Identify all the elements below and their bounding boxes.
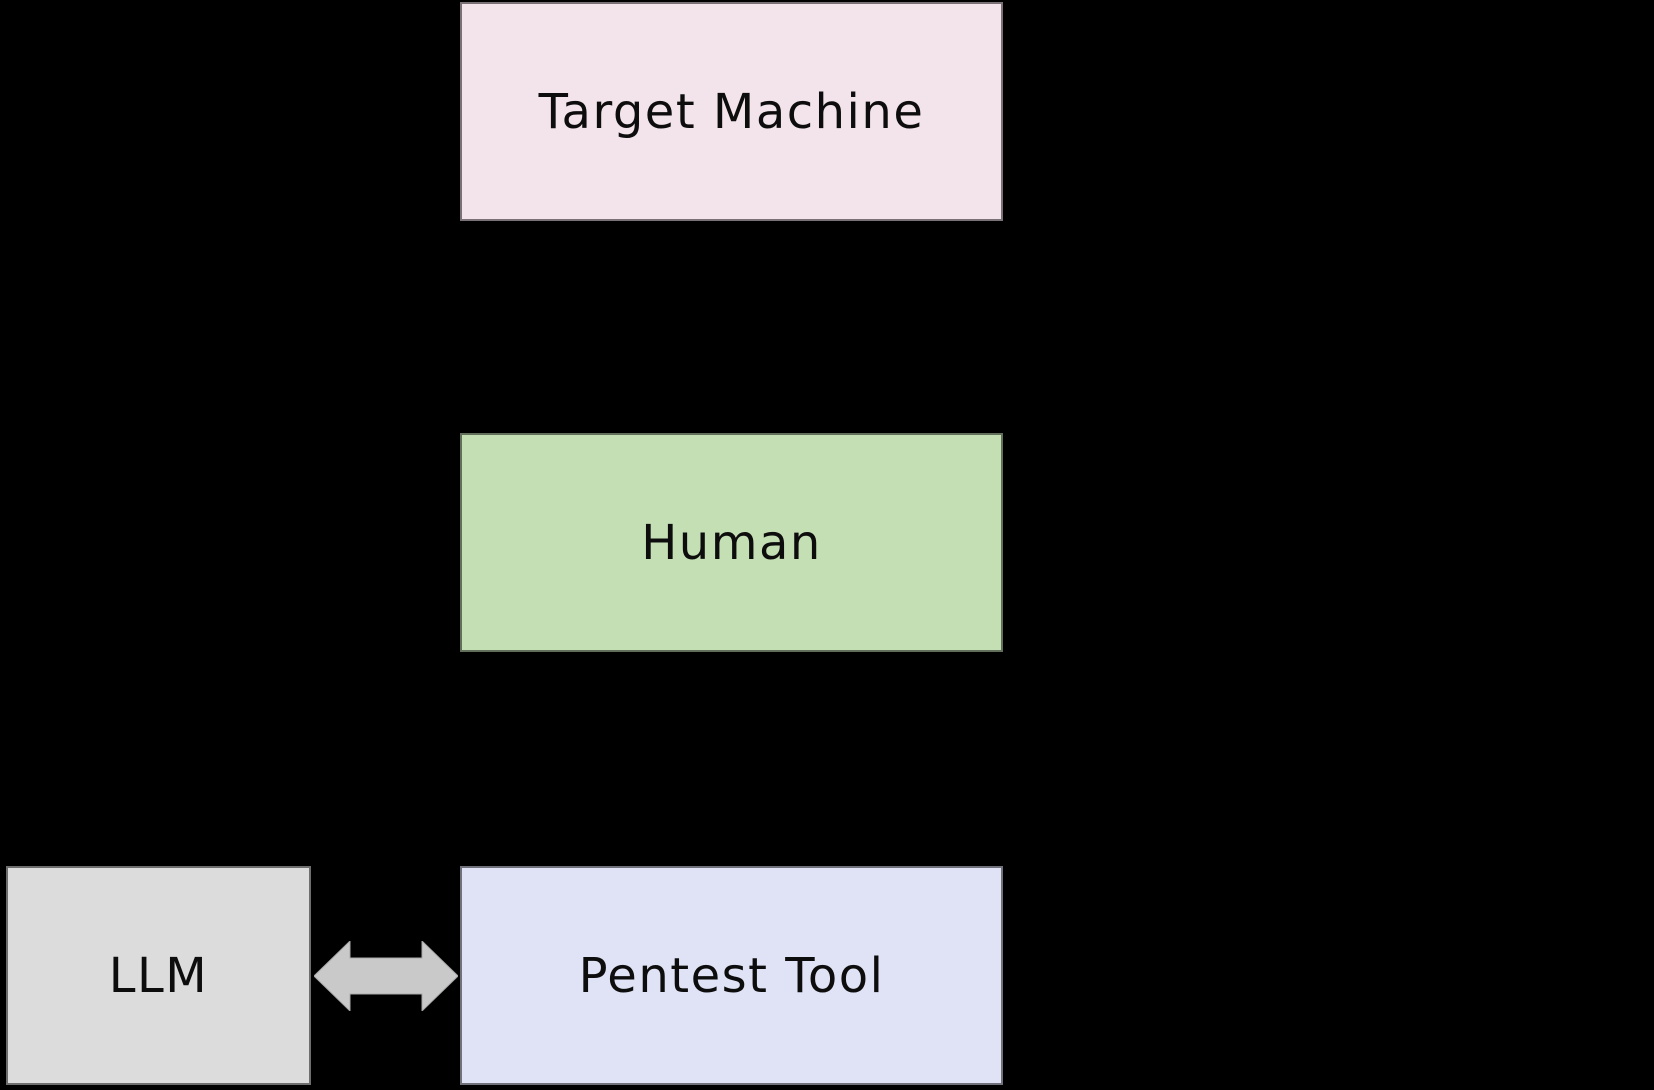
node-pentest-tool-label: Pentest Tool	[578, 947, 885, 1004]
node-human: Human	[460, 433, 1003, 652]
node-pentest-tool: Pentest Tool	[460, 866, 1003, 1085]
llm-pentest-double-arrow-icon	[314, 941, 458, 1011]
node-human-label: Human	[641, 514, 822, 571]
node-target-machine: Target Machine	[460, 2, 1003, 221]
node-llm: LLM	[6, 866, 311, 1085]
node-target-machine-label: Target Machine	[538, 83, 925, 140]
node-llm-label: LLM	[108, 947, 209, 1004]
double-arrow-shape	[314, 941, 458, 1011]
